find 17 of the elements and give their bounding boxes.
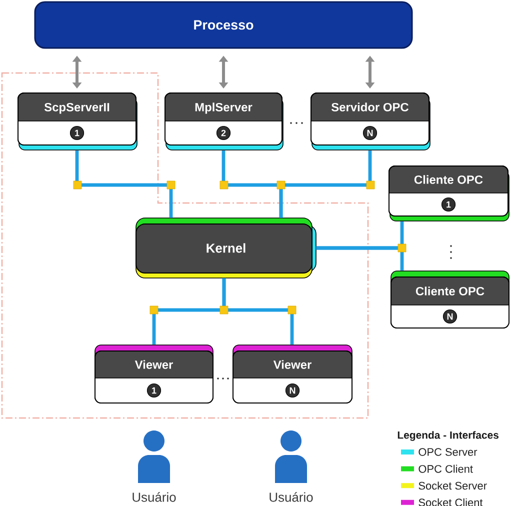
legend-title: Legenda - Interfaces bbox=[398, 431, 498, 441]
user-label: Usuário bbox=[132, 492, 176, 502]
number-badge: 1 bbox=[70, 126, 84, 140]
kernel-box: Kernel bbox=[136, 218, 316, 278]
connector-line bbox=[316, 246, 404, 270]
legend-label: OPC Client bbox=[418, 464, 473, 473]
legend-label: Socket Client bbox=[418, 498, 483, 506]
number-badge: 1 bbox=[441, 197, 456, 212]
legend-label: Socket Server bbox=[418, 482, 487, 490]
number-badge: 2 bbox=[216, 126, 231, 140]
user-label: Usuário bbox=[270, 492, 313, 502]
process-box: Processo bbox=[34, 1, 413, 49]
connector-line bbox=[279, 150, 372, 218]
connector-line bbox=[75, 150, 173, 218]
number-badge: N bbox=[362, 126, 378, 140]
connector-line bbox=[222, 278, 294, 344]
legend-label: OPC Server bbox=[418, 448, 478, 456]
